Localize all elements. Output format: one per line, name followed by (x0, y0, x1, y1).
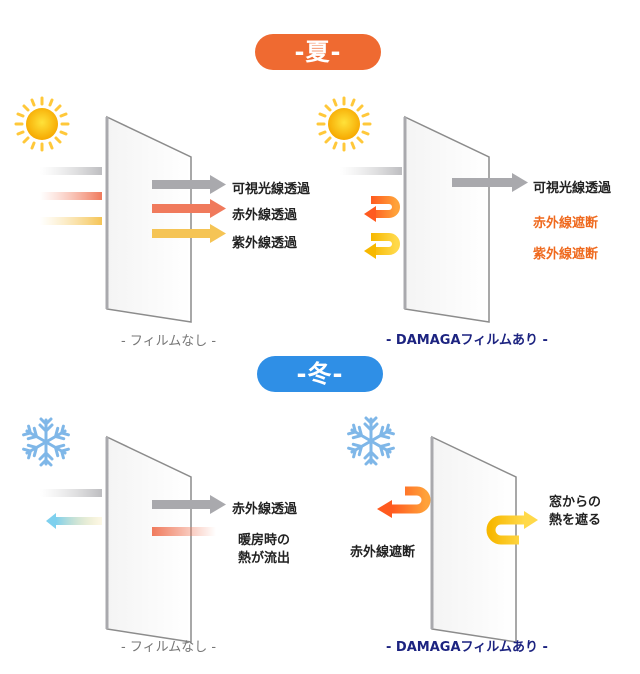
winter-right-panel (348, 418, 538, 644)
infrared-reflect-arrow (364, 196, 400, 222)
film-caption: - DAMAGAフィルムあり - (386, 333, 548, 348)
film-caption: - DAMAGAフィルムあり - (386, 640, 548, 655)
snowflake-icon (348, 418, 394, 464)
infrared-block-label: 赤外線遮断 (350, 545, 416, 560)
indoor-heat-beam (152, 527, 216, 536)
sun-icon (316, 96, 372, 152)
heat-retain-arrow (486, 511, 538, 545)
infrared-block-label: 赤外線遮断 (533, 216, 599, 231)
visible-light-label: 可視光線透過 (533, 181, 612, 196)
infrared-beam (40, 192, 102, 200)
heat-block-label-line1: 窓からの (549, 495, 602, 510)
snowflake-icon (23, 419, 69, 465)
ultraviolet-block-label: 紫外線遮断 (533, 247, 599, 262)
heat-block-label: 窓からの 熱を遮る (549, 494, 601, 530)
heat-escape-arrow (46, 513, 102, 529)
summer-left-panel (14, 96, 226, 324)
visible-light-label: 可視光線透過 (232, 182, 311, 197)
ultraviolet-beam (40, 217, 102, 225)
infrared-block-arrow (377, 486, 431, 518)
visible-light-beam (40, 489, 102, 497)
summer-right-panel (316, 96, 528, 324)
visible-light-beam (340, 167, 402, 175)
heat-loss-label-line2: 熱が流出 (238, 551, 291, 566)
ultraviolet-arrow (152, 224, 226, 243)
heat-loss-label: 暖房時の 熱が流出 (238, 532, 290, 568)
sun-icon (14, 96, 70, 152)
ultraviolet-reflect-arrow (364, 233, 400, 259)
ultraviolet-label: 紫外線透過 (232, 236, 298, 251)
no-film-caption: - フィルムなし - (121, 334, 217, 349)
visible-light-beam (40, 167, 102, 175)
heat-block-label-line2: 熱を遮る (549, 513, 602, 528)
window-glass (403, 115, 491, 324)
infrared-arrow (152, 199, 226, 218)
visible-light-arrow (452, 173, 528, 192)
window-glass (105, 115, 193, 324)
infrared-label: 赤外線透過 (232, 208, 298, 223)
infrared-label: 赤外線透過 (232, 502, 298, 517)
window-glass (105, 435, 193, 644)
infrared-arrow (152, 495, 226, 514)
winter-badge: -冬- (257, 356, 383, 392)
winter-left-panel (23, 419, 226, 644)
no-film-caption: - フィルムなし - (121, 640, 217, 655)
summer-badge: -夏- (255, 34, 381, 70)
visible-light-arrow (152, 175, 226, 194)
heat-loss-label-line1: 暖房時の (238, 533, 291, 548)
